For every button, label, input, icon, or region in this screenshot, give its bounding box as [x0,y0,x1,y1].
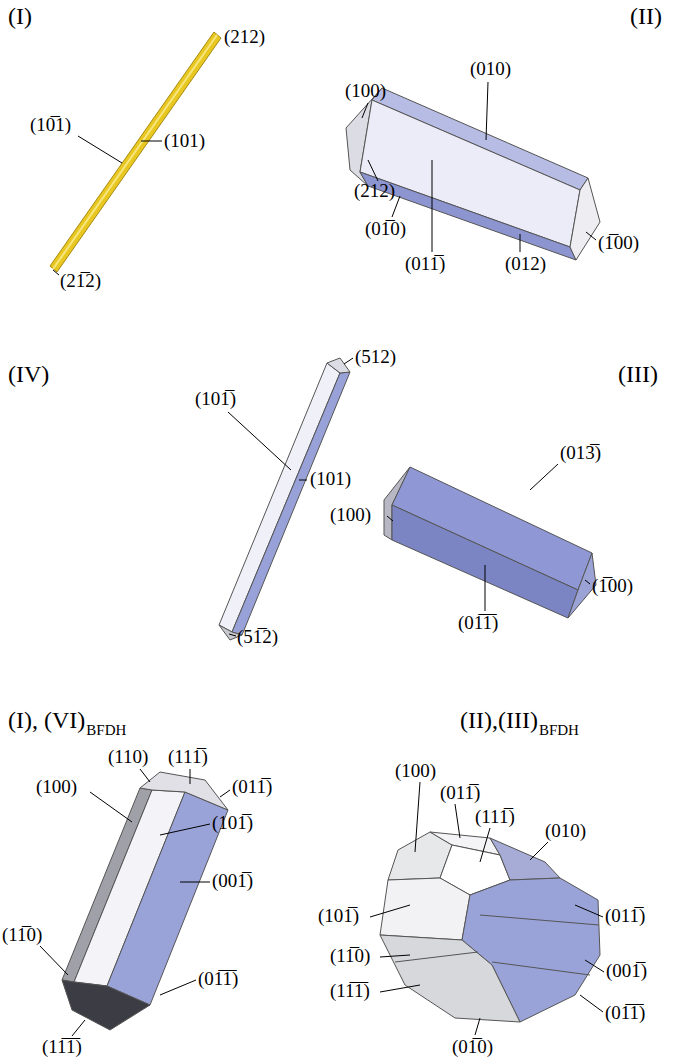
face-label: (51̅2) [237,626,278,648]
face-label: (100) [330,504,371,526]
face-label: (012) [505,253,546,275]
face-label: (100) [36,776,77,798]
face-label: (011̅) [232,776,272,798]
face-label: (01̅0) [365,218,406,240]
face-label: (013̅) [560,442,601,464]
face-label: (111̅) [475,806,515,828]
panel-label: (I), (VI) [8,706,85,734]
face-label: (212) [354,180,395,202]
face-label: (011̅) [605,905,645,927]
panel-label: (IV) [8,360,49,388]
face-label: (11̅0) [2,924,42,946]
face-label: (01̅1̅) [458,612,498,634]
face-label: (011̅) [440,782,480,804]
face-label: (1̅00) [598,232,639,254]
panel-subscript: BFDH [86,721,126,739]
face-label: (010) [545,820,586,842]
face-label: (111̅) [168,746,208,768]
panel-label: (I) [8,2,32,30]
panel-subscript: BFDH [539,721,579,739]
face-label: (11̅0) [330,945,370,967]
face-label: (100) [395,760,436,782]
face-label: (100) [345,80,386,102]
panel-label: (III) [618,360,658,388]
face-label: (001̅) [606,960,647,982]
face-label: (101̅) [318,905,359,927]
face-label: (101) [164,130,205,152]
face-label: (212) [224,26,265,48]
face-label: (001̅) [212,870,253,892]
face-label: (110) [108,746,148,768]
face-label: (101̅) [212,812,253,834]
face-label: (11̅1̅) [42,1036,82,1058]
face-label: (101̅) [195,388,236,410]
face-label: (101) [310,468,351,490]
face-label: (01̅0) [452,1036,493,1058]
face-label: (01̅1̅) [605,1002,645,1024]
face-label: (1̅00) [592,575,633,597]
panel-label: (II) [630,2,662,30]
face-label: (11̅1̅) [330,980,370,1002]
panel-label: (II),(III) [460,706,538,734]
face-label: (01̅1̅) [198,968,238,990]
face-label: (512) [355,346,396,368]
face-label: (10̅1) [30,114,71,136]
face-label: (011̅) [405,253,445,275]
face-label: (010) [470,58,511,80]
face-label: (21̅2) [60,270,101,292]
